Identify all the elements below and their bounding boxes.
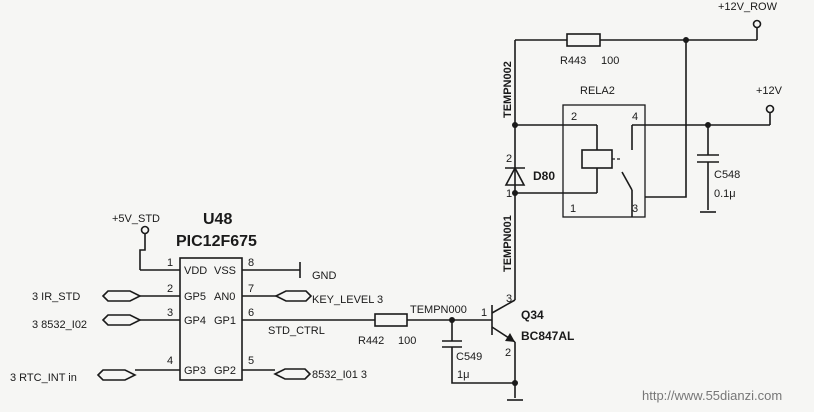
- c548-ref: C548: [714, 169, 740, 181]
- r442-resistor: [374, 313, 408, 327]
- ic-pin-num-4: 4: [167, 355, 173, 367]
- port-8532-i02: [101, 314, 142, 326]
- port-rtc-int: [96, 369, 137, 381]
- port-8532-i02-label: 3 8532_I02: [32, 319, 87, 331]
- ic-pin-name-gp5: GP5: [184, 291, 206, 303]
- port-key-level: [274, 290, 313, 302]
- relay-pin-4: 4: [632, 111, 638, 123]
- r442-value: 100: [398, 335, 416, 347]
- port-ir-std-label: 3 IR_STD: [32, 291, 80, 303]
- r442-ref: R442: [358, 335, 384, 347]
- ic-pin-num-8: 8: [248, 257, 254, 269]
- plus12row-terminal: [752, 19, 762, 29]
- c549-ref: C549: [456, 351, 482, 363]
- tempn000-label: TEMPN000: [410, 304, 467, 316]
- ic-part: PIC12F675: [176, 233, 257, 250]
- q34-pin-e: 2: [505, 347, 511, 359]
- relay-pin-2: 2: [571, 111, 577, 123]
- port-rtc-int-label: 3 RTC_INT in: [10, 372, 77, 384]
- q34-emitter-end: [511, 339, 516, 343]
- q34-ref: Q34: [521, 308, 544, 322]
- relay-pin-1: 1: [570, 203, 576, 215]
- ic-pin-num-2: 2: [167, 283, 173, 295]
- q34-value: BC847AL: [521, 329, 574, 343]
- q34-pin-c: 3: [506, 293, 512, 305]
- plus12-terminal: [765, 104, 775, 114]
- relay-box: [562, 104, 646, 218]
- ground-junction: [512, 380, 518, 386]
- ic-pin-num-3: 3: [167, 307, 173, 319]
- plus12row-label: +12V_ROW: [718, 1, 778, 13]
- c548-value: 0.1μ: [714, 188, 736, 200]
- c549-value: 1μ: [457, 369, 469, 381]
- plus12-label: +12V: [756, 85, 783, 97]
- ic-pin-name-an0: AN0: [214, 291, 235, 303]
- ic-pin-name-gp3: GP3: [184, 365, 206, 377]
- r443-ref: R443: [560, 55, 586, 67]
- port-key-level-label: KEY_LEVEL 3: [312, 294, 383, 306]
- ic-pin-name-gp1: GP1: [214, 315, 236, 327]
- ic-pin-name-vdd: VDD: [184, 265, 207, 277]
- relay-pin-3: 3: [632, 203, 638, 215]
- port-ir-std: [101, 290, 142, 302]
- r443-value: 100: [601, 55, 619, 67]
- port-8532-i01: [273, 368, 312, 380]
- relay-coil: [581, 149, 613, 169]
- port-8532-i01-label: 8532_I01 3: [312, 369, 367, 381]
- ic-pin-name-gp2: GP2: [214, 365, 236, 377]
- std-ctrl-label: STD_CTRL: [268, 325, 325, 337]
- c549-ground-wire: [451, 347, 515, 384]
- relay-ref: RELA2: [580, 85, 615, 97]
- d80-ref: D80: [533, 169, 555, 183]
- q34-pin-b: 1: [481, 307, 487, 319]
- r443-resistor: [566, 33, 601, 47]
- d80-body: [504, 166, 526, 186]
- gnd-label: GND: [312, 270, 337, 282]
- plus5-terminal: [140, 225, 150, 235]
- plus12row-to-relay-wire: [645, 40, 687, 198]
- ic-pin-num-5: 5: [248, 355, 254, 367]
- watermark: http://www.55dianzi.com: [642, 388, 782, 403]
- ic-pin-num-1: 1: [167, 257, 173, 269]
- d80-pin-k: 2: [506, 153, 512, 165]
- plus5-wire: [139, 234, 146, 270]
- ic-pin-num-6: 6: [248, 307, 254, 319]
- ic-body: [179, 257, 243, 381]
- ic-pin-num-7: 7: [248, 283, 254, 295]
- q34-collector: [491, 299, 516, 314]
- ic-ref: U48: [203, 211, 232, 228]
- relay-contact-arm: [621, 171, 633, 191]
- d80-pin-a: 1: [506, 188, 512, 200]
- plus5-label: +5V_STD: [112, 213, 160, 225]
- ic-pin-name-vss: VSS: [214, 265, 236, 277]
- tempn002-label: TEMPN002: [502, 61, 514, 118]
- tempn001-label: TEMPN001: [502, 215, 514, 272]
- ic-pin-name-gp4: GP4: [184, 315, 206, 327]
